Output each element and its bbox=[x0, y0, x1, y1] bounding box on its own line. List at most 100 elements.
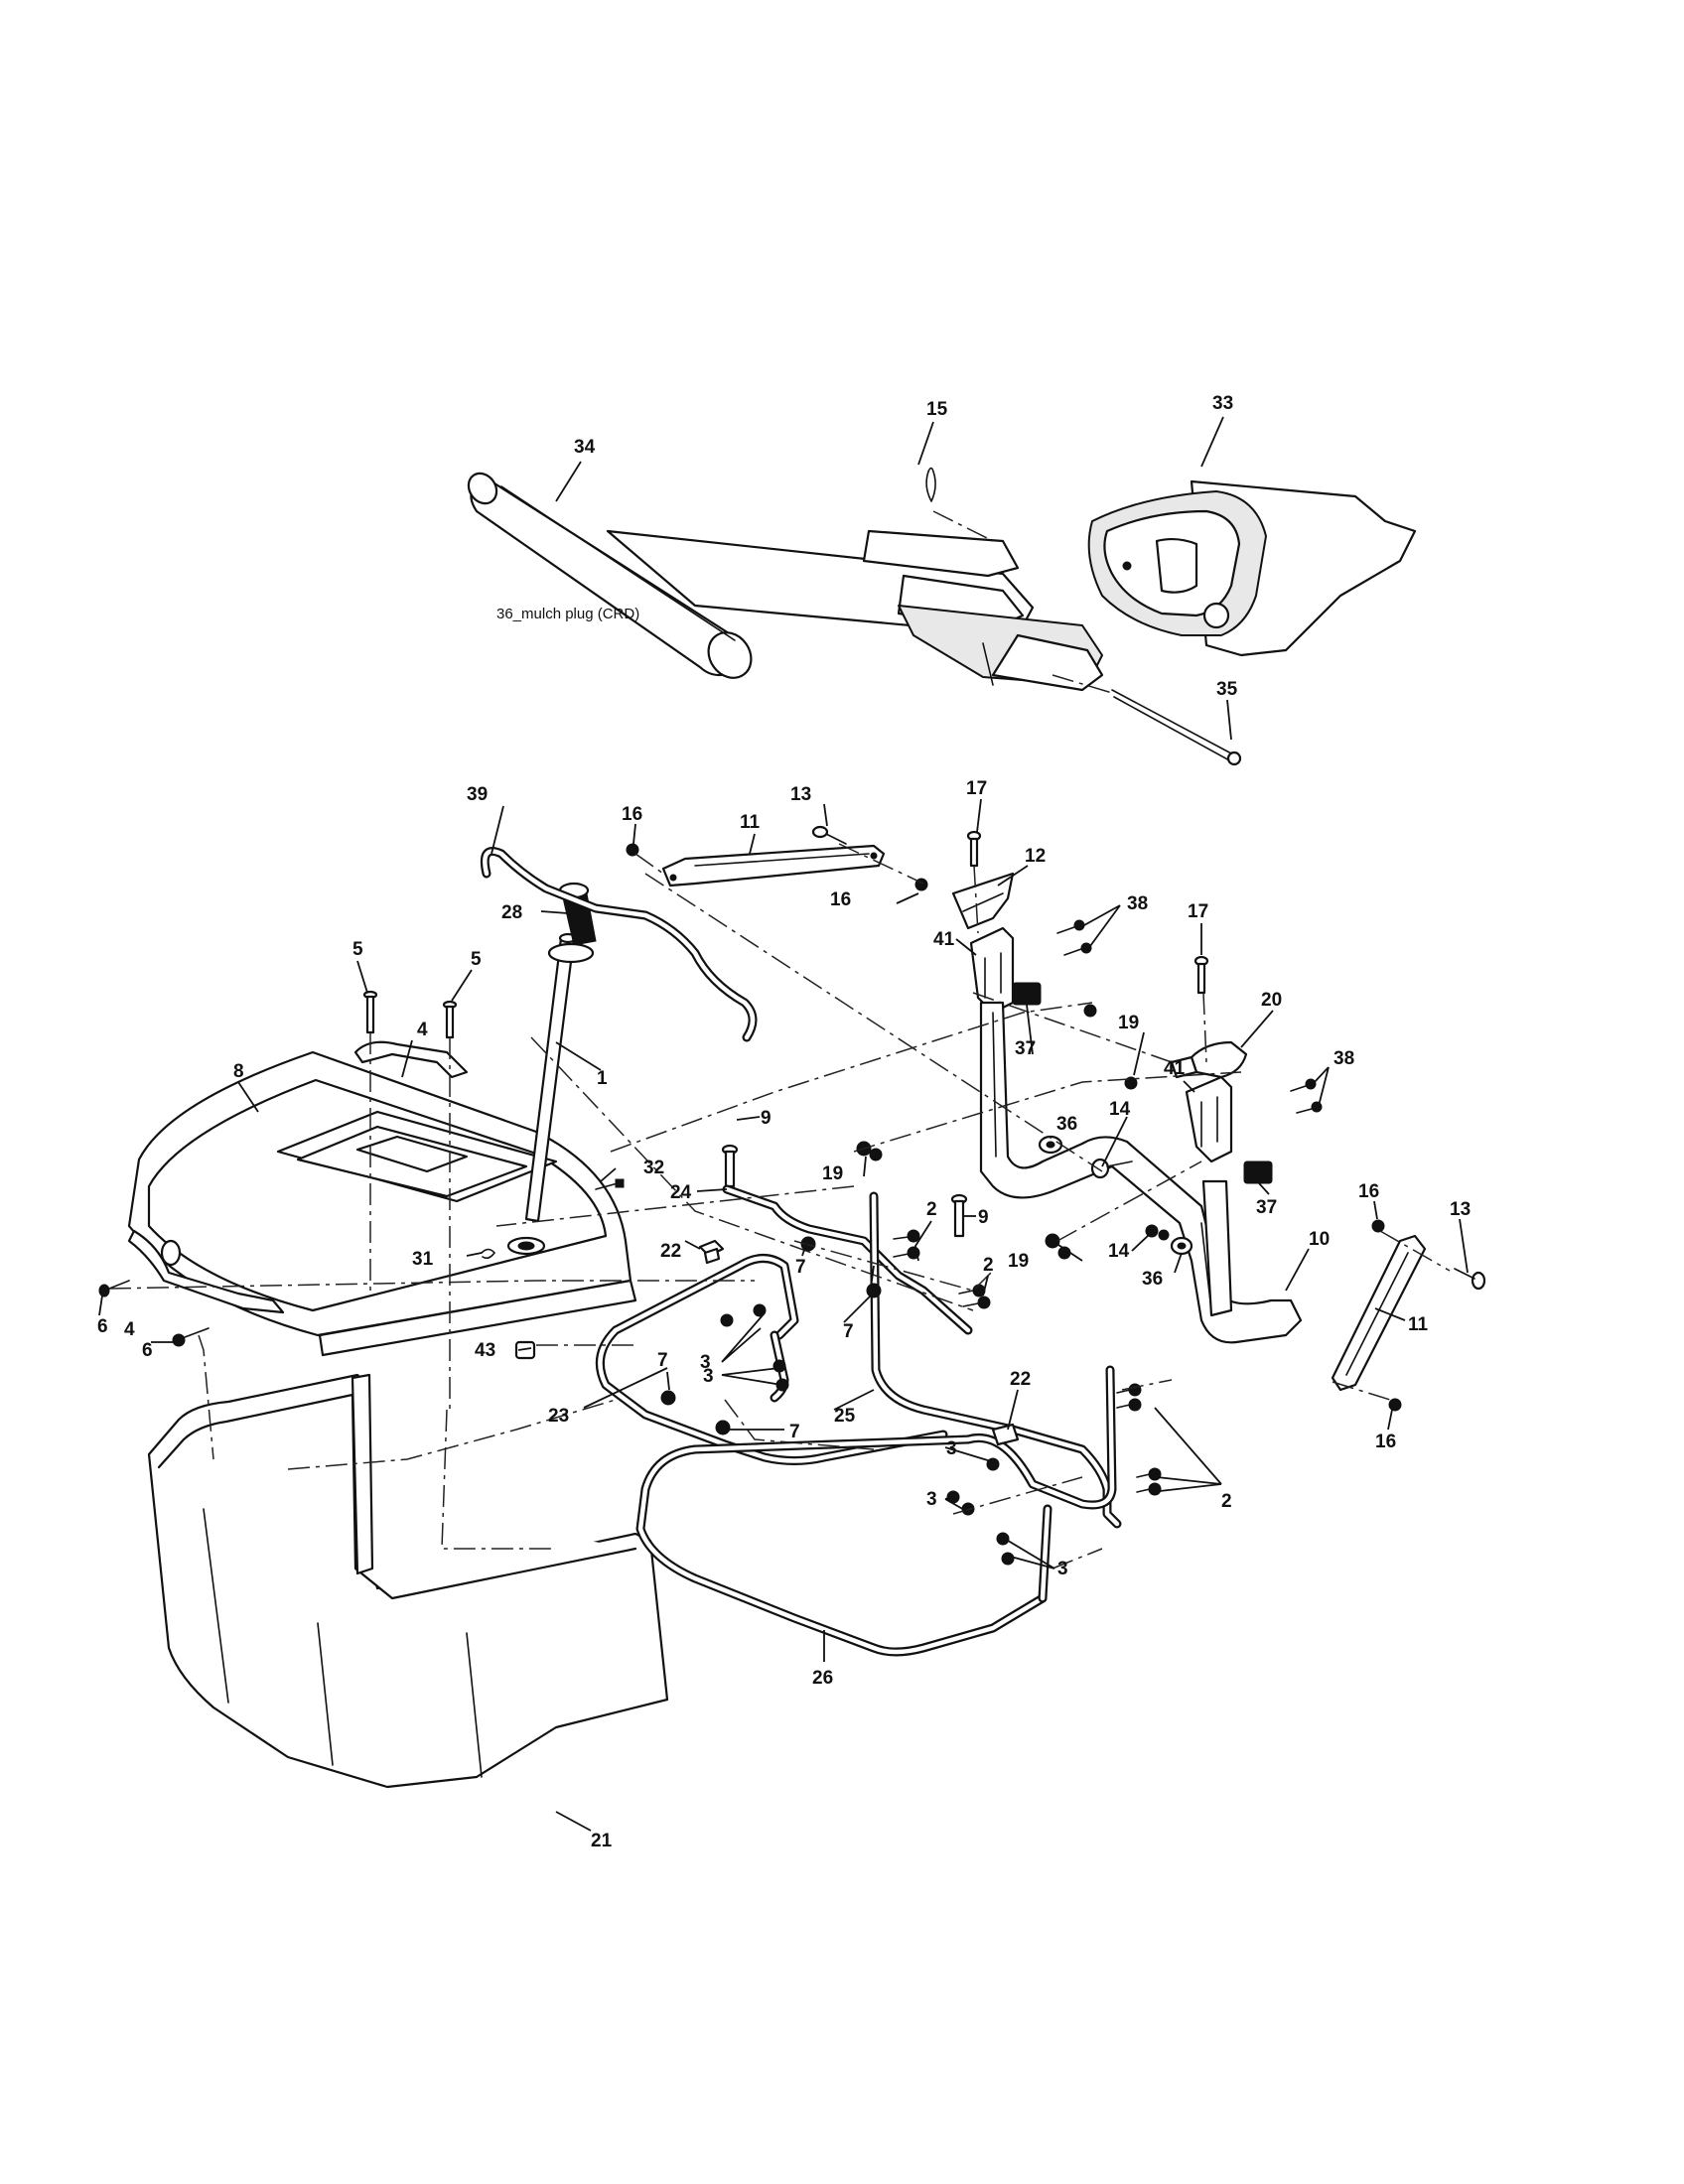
callout-5a: 5 bbox=[352, 939, 363, 960]
callout-labels: 1 2 2 2 3 3 3 3 3 4 4 5 5 6 6 7 7 7 7 8 … bbox=[97, 393, 1471, 1851]
part-21-bag bbox=[147, 1373, 669, 1789]
part-16-nut-c bbox=[1371, 1219, 1385, 1233]
callout-22a: 22 bbox=[660, 1241, 681, 1262]
callout-34: 34 bbox=[574, 437, 596, 458]
callout-28: 28 bbox=[501, 902, 522, 923]
callout-37a: 37 bbox=[1015, 1038, 1036, 1059]
callout-5b: 5 bbox=[471, 949, 482, 970]
callout-19b: 19 bbox=[822, 1163, 843, 1184]
part-3-nuts-b bbox=[946, 1457, 1015, 1566]
callout-16c: 16 bbox=[1358, 1181, 1379, 1202]
callout-3d: 3 bbox=[926, 1489, 937, 1510]
callout-7b: 7 bbox=[843, 1321, 854, 1342]
callout-3b: 3 bbox=[703, 1366, 714, 1387]
part-24-rod bbox=[722, 1184, 973, 1335]
part-5-screw-a bbox=[362, 990, 378, 1034]
part-38-screws-a bbox=[1056, 919, 1092, 956]
part-14-bolt-b bbox=[1145, 1224, 1170, 1241]
mount-assembly bbox=[626, 825, 1486, 1412]
callout-19a: 19 bbox=[1118, 1013, 1139, 1033]
part-16-nut-d bbox=[1388, 1398, 1402, 1412]
part-25-frame bbox=[869, 1191, 1122, 1529]
callout-41a: 41 bbox=[933, 929, 955, 950]
leaders bbox=[98, 416, 1469, 1832]
callout-35: 35 bbox=[1216, 679, 1238, 700]
callout-16b: 16 bbox=[830, 889, 851, 910]
callout-6b: 6 bbox=[142, 1340, 153, 1361]
part-9-bolt-a bbox=[721, 1144, 739, 1188]
callout-7a: 7 bbox=[795, 1257, 806, 1278]
part-20-bracket bbox=[1170, 1040, 1248, 1079]
callout-21: 21 bbox=[591, 1831, 613, 1851]
callout-1: 1 bbox=[597, 1068, 608, 1089]
part-33-deflector bbox=[1087, 479, 1417, 657]
callout-12: 12 bbox=[1025, 846, 1046, 867]
callout-36a: 36 bbox=[1056, 1114, 1077, 1135]
part-5-screw-b bbox=[442, 1000, 458, 1039]
callout-31: 31 bbox=[412, 1249, 434, 1270]
part-36-washer-b bbox=[1170, 1236, 1193, 1256]
callout-22b: 22 bbox=[1010, 1369, 1031, 1390]
callout-6a: 6 bbox=[97, 1316, 108, 1337]
part-11-strap-right bbox=[1331, 1234, 1427, 1392]
callout-14a: 14 bbox=[1109, 1099, 1131, 1120]
callout-11b: 11 bbox=[1408, 1314, 1429, 1335]
part-4-bracket-front bbox=[127, 1229, 285, 1314]
part-10-arm bbox=[979, 1001, 1303, 1344]
callout-14b: 14 bbox=[1108, 1241, 1130, 1262]
part-32-screw bbox=[595, 1178, 625, 1190]
callout-16d: 16 bbox=[1375, 1432, 1396, 1452]
bag-assembly bbox=[98, 847, 968, 1789]
callout-17a: 17 bbox=[966, 778, 987, 799]
callout-33: 33 bbox=[1212, 393, 1233, 414]
part-6-screw-a bbox=[98, 1280, 130, 1297]
part-37-pad-b bbox=[1243, 1160, 1273, 1184]
part-31 bbox=[481, 1248, 496, 1260]
part-13-bolt-a bbox=[811, 825, 847, 845]
callout-15: 15 bbox=[926, 399, 948, 420]
part-15-clip bbox=[925, 467, 994, 542]
mulch-plug-note: 36_mulch plug (CRD) bbox=[496, 606, 639, 622]
callout-10: 10 bbox=[1309, 1229, 1330, 1250]
part-19-nut-d bbox=[1124, 1076, 1138, 1090]
part-4-bracket-top bbox=[353, 1040, 469, 1079]
part-38-screws-b bbox=[1290, 1078, 1323, 1114]
part-36-washer-a bbox=[1038, 1135, 1063, 1155]
callout-23: 23 bbox=[548, 1406, 569, 1427]
callout-36b: 36 bbox=[1142, 1269, 1163, 1290]
callout-38a: 38 bbox=[1127, 893, 1148, 914]
callout-17b: 17 bbox=[1188, 901, 1208, 922]
callout-25: 25 bbox=[834, 1406, 856, 1427]
callout-20: 20 bbox=[1261, 990, 1282, 1011]
part-37-pad-a bbox=[1012, 982, 1042, 1006]
part-22-clip-a bbox=[698, 1239, 725, 1265]
callout-7d: 7 bbox=[789, 1422, 800, 1442]
frame-assembly bbox=[595, 1184, 1162, 1657]
callout-32: 32 bbox=[643, 1158, 664, 1178]
callout-4b: 4 bbox=[124, 1319, 135, 1340]
callout-3c: 3 bbox=[946, 1438, 957, 1459]
part-17-screw-a bbox=[966, 830, 982, 868]
part-13-bolt-b bbox=[1454, 1268, 1486, 1291]
callout-3e: 3 bbox=[1057, 1559, 1068, 1579]
callout-24: 24 bbox=[670, 1182, 692, 1203]
callout-19c: 19 bbox=[1008, 1251, 1029, 1272]
chute-assembly: 36_mulch plug (CRD) bbox=[467, 467, 1417, 766]
part-19-nut-c bbox=[1045, 1233, 1071, 1260]
part-2-bolts-c bbox=[1116, 1383, 1162, 1496]
part-34-tube bbox=[467, 472, 753, 679]
part-39-bar bbox=[480, 847, 758, 1042]
part-7-nut-b bbox=[866, 1283, 882, 1298]
part-8-bag-lid bbox=[127, 1050, 637, 1357]
callout-41b: 41 bbox=[1164, 1058, 1186, 1079]
part-35-pin bbox=[1052, 674, 1242, 766]
part-19-nut-a bbox=[1083, 1004, 1097, 1018]
part-7-nut-c bbox=[660, 1390, 676, 1406]
callout-16a: 16 bbox=[622, 804, 642, 825]
part-26-frame bbox=[635, 1365, 1117, 1657]
callout-11a: 11 bbox=[740, 812, 761, 833]
part-22-clip-b bbox=[991, 1423, 1020, 1446]
centerlines bbox=[108, 843, 1451, 1570]
part-12-bracket bbox=[951, 872, 1015, 930]
